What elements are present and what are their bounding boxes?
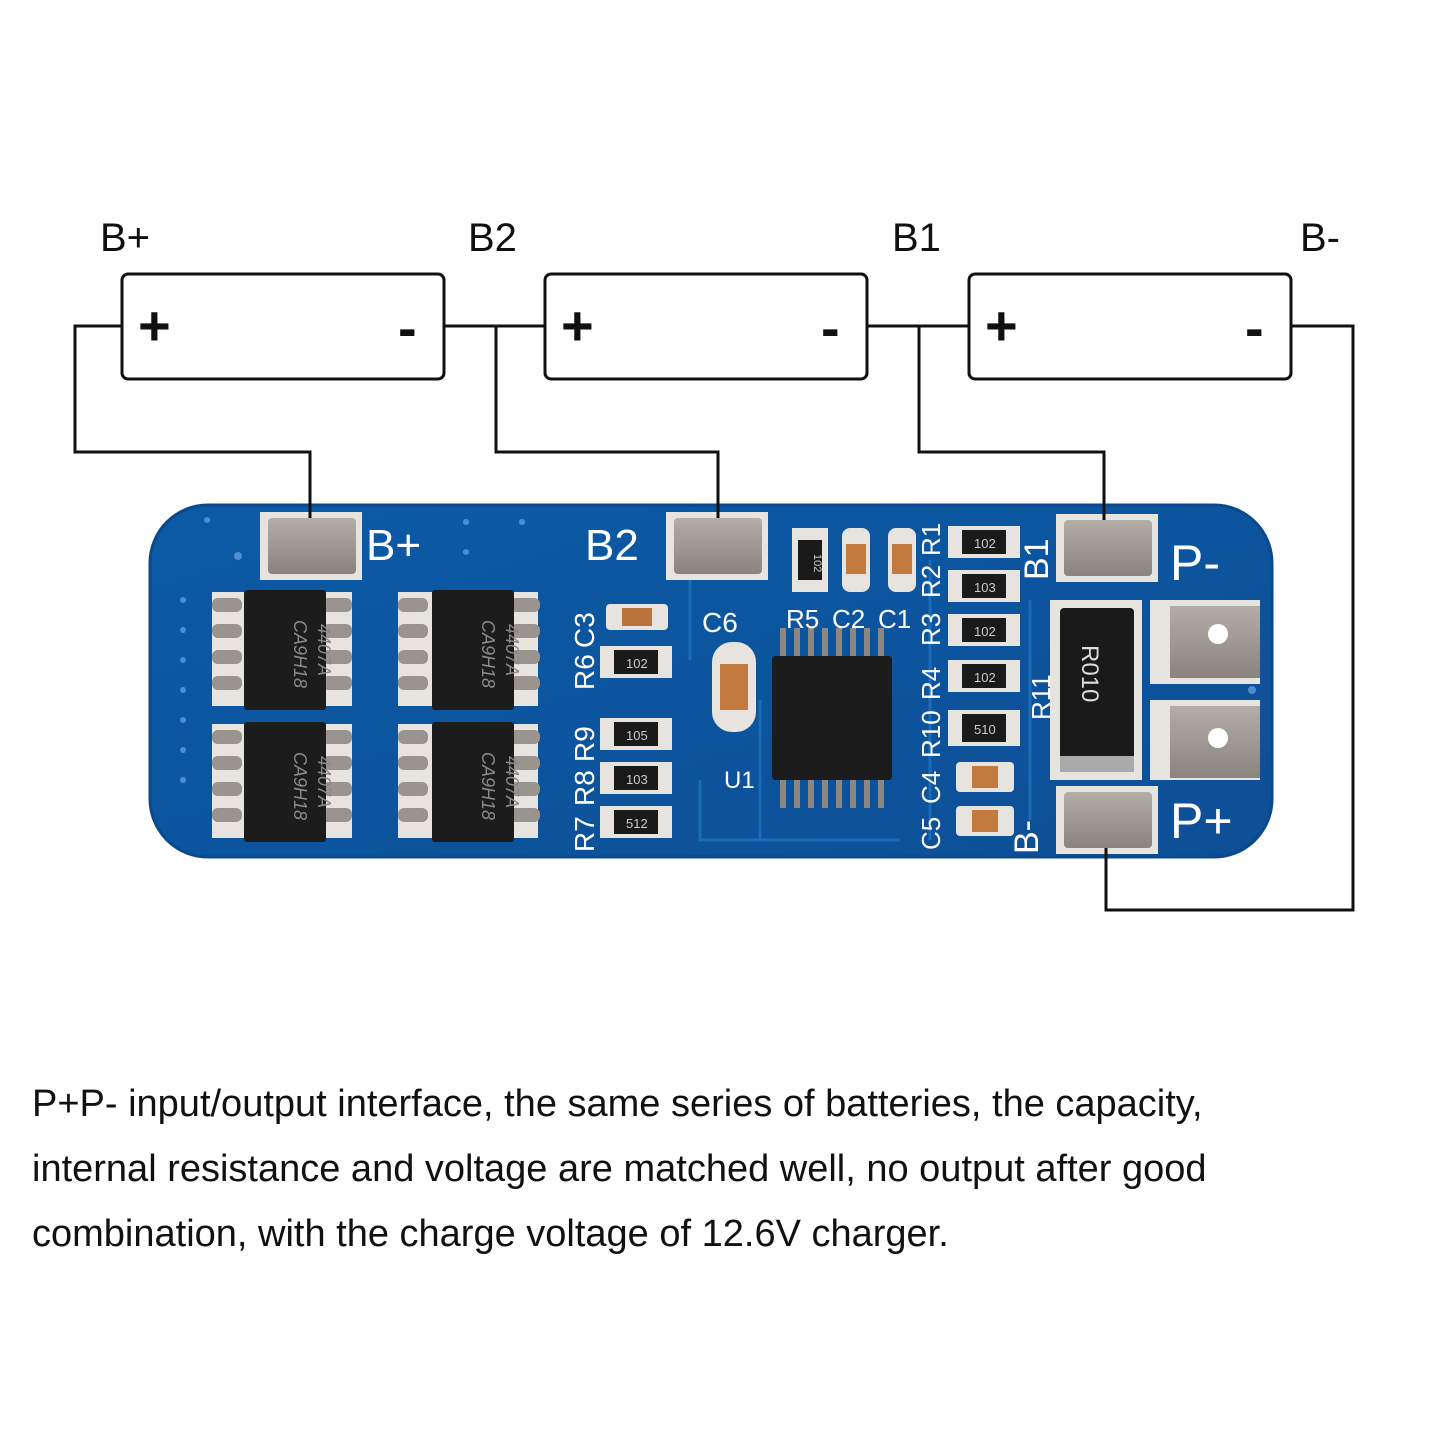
silk-r11: R11: [1026, 674, 1056, 720]
silk-p-minus: P-: [1170, 535, 1220, 591]
pad-b-plus: [260, 512, 362, 580]
terminal-label-b1: B1: [892, 216, 941, 260]
battery-cell-1: + -: [120, 272, 446, 381]
mount-pad-lower: [1150, 700, 1260, 780]
mosfet-1-marking-a: 4407A: [314, 624, 334, 676]
silk-c5: C5: [916, 817, 946, 850]
code-r1: 102: [974, 536, 996, 551]
cell-1-negative: -: [398, 296, 417, 359]
silk-c4: C4: [916, 771, 946, 804]
cell-2-negative: -: [821, 296, 840, 359]
wire-b2: [494, 326, 720, 518]
mosfet-4-marking-a: 4407A: [502, 756, 522, 808]
cell-2-positive: +: [561, 294, 594, 357]
mosfet-1-marking-b: CA9H18: [290, 620, 310, 688]
code-r10: 510: [974, 722, 996, 737]
silk-r10: R10: [916, 710, 946, 758]
silk-c6: C6: [702, 607, 738, 638]
code-r3: 102: [974, 624, 996, 639]
caption-line-3: combination, with the charge voltage of …: [32, 1213, 949, 1255]
wire-b1: [917, 326, 1106, 520]
battery-cell-3: + -: [967, 272, 1293, 381]
cell-1-positive: +: [138, 294, 171, 357]
silk-r5: R5: [786, 604, 819, 634]
code-r7: 512: [626, 816, 648, 831]
terminal-label-b2: B2: [468, 216, 517, 260]
mosfet-4-marking-b: CA9H18: [478, 752, 498, 820]
terminal-label-b-minus: B-: [1300, 216, 1340, 260]
cell-3-negative: -: [1245, 296, 1264, 359]
smd-r2: 103: [948, 570, 1020, 602]
silk-c3: C3: [569, 612, 600, 648]
mosfet-chip-3: 4407A CA9H18: [212, 722, 352, 842]
protection-board: B+ B2 B1 P- R010 R11: [148, 503, 1274, 859]
shunt-resistor: R010: [1050, 600, 1142, 780]
silk-c1: C1: [878, 604, 911, 634]
smd-c3: [606, 604, 668, 630]
cell-3-positive: +: [985, 294, 1018, 357]
silk-u1: U1: [724, 767, 755, 794]
silk-r8: R8: [569, 770, 600, 806]
code-r8: 103: [626, 772, 648, 787]
pad-b2: [666, 512, 768, 580]
code-r2: 103: [974, 580, 996, 595]
code-r4: 102: [974, 670, 996, 685]
smd-c6: [712, 642, 756, 732]
silk-p-plus: P+: [1170, 793, 1233, 849]
shunt-marking: R010: [1076, 645, 1103, 702]
smd-r8: 103: [600, 762, 672, 794]
silk-b2: B2: [585, 521, 639, 570]
silk-r6: R6: [569, 654, 600, 690]
mosfet-chip-1: 4407A CA9H18: [212, 590, 352, 710]
mount-pad-upper: [1150, 600, 1260, 684]
smd-r5: 102: [792, 528, 828, 592]
silk-b-plus: B+: [366, 521, 421, 570]
mosfet-3-marking-b: CA9H18: [290, 752, 310, 820]
description-caption: P+P- input/output interface, the same se…: [32, 1072, 1422, 1267]
smd-c5: [956, 806, 1014, 836]
smd-r4: 102: [948, 660, 1020, 692]
silk-b-minus: B-: [1008, 820, 1046, 854]
smd-c1: [888, 528, 916, 592]
silk-r2: R2: [916, 565, 946, 598]
smd-r7: 512: [600, 806, 672, 838]
wires: [73, 324, 1355, 912]
silk-r9: R9: [569, 726, 600, 762]
pad-b1: [1056, 514, 1158, 582]
smd-r9: 105: [600, 718, 672, 750]
wire-b-plus: [73, 324, 312, 518]
caption-line-2: internal resistance and voltage are matc…: [32, 1148, 1207, 1190]
mosfet-chip-4: 4407A CA9H18: [398, 722, 540, 842]
silk-r7: R7: [569, 816, 600, 852]
smd-r6: 102: [600, 646, 672, 678]
silk-b1: B1: [1018, 538, 1056, 580]
silk-r1: R1: [916, 523, 946, 556]
mosfet-2-marking-a: 4407A: [502, 624, 522, 676]
wire-b-minus: [1104, 324, 1355, 912]
smd-c2: [842, 528, 870, 592]
smd-r10: 510: [948, 710, 1020, 746]
ic-u1: [772, 628, 892, 808]
smd-r3: 102: [948, 614, 1020, 646]
smd-c4: [956, 762, 1014, 792]
silk-c2: C2: [832, 604, 865, 634]
code-r9: 105: [626, 728, 648, 743]
terminal-label-b-plus: B+: [100, 216, 151, 260]
mosfet-chip-2: 4407A CA9H18: [398, 590, 540, 710]
smd-r1: 102: [948, 526, 1020, 558]
pad-p-plus: [1056, 786, 1158, 854]
battery-cell-2: + -: [543, 272, 869, 381]
caption-line-1: P+P- input/output interface, the same se…: [32, 1083, 1203, 1125]
silk-r3: R3: [916, 613, 946, 646]
silk-r4: R4: [916, 667, 946, 700]
mosfet-3-marking-a: 4407A: [314, 756, 334, 808]
code-r6: 102: [626, 656, 648, 671]
code-r5: 102: [811, 554, 823, 572]
mosfet-2-marking-b: CA9H18: [478, 620, 498, 688]
